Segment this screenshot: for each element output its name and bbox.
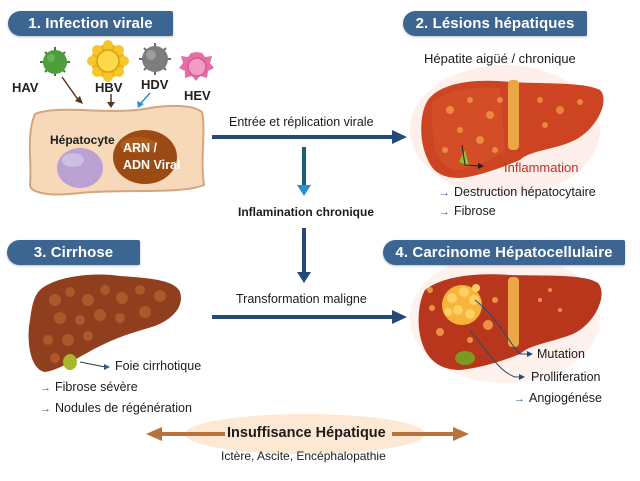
flow-label-inflammation: Inflamination chronique	[238, 205, 375, 219]
footer-title: Insuffisance Hépatique	[227, 425, 386, 441]
flow-label-entry: Entrée et réplication virale	[229, 115, 374, 129]
virus-entry-arrows	[61, 76, 151, 108]
section-4-banner: 4. Carcinome Hépatocellulaire	[383, 240, 625, 265]
section-2-bullet: →Fibrose	[439, 204, 496, 218]
flow-label-transformation: Transformation maligne	[236, 292, 367, 306]
hbv-virus-icon	[87, 40, 129, 82]
proliferation-callout: Prolliferation	[531, 370, 601, 384]
hav-virus-icon	[40, 47, 70, 76]
section-2-bullet: →Destruction hépatocytaire	[439, 185, 596, 199]
cirrhotic-liver-callout: Foie cirrhotique	[115, 359, 202, 373]
inflamed-liver-illustration	[410, 65, 604, 195]
virus-label-hbv: HBV	[95, 80, 123, 95]
section-3-bullet: →Nodules de régénération	[40, 401, 192, 415]
arrow-icon: →	[514, 393, 525, 405]
section-4-bullet: →Angiogénése	[514, 391, 602, 405]
viral-genome-label-line2: ADN Viral	[123, 158, 181, 172]
footer-double-arrow	[146, 414, 469, 454]
footer-subtitle: Ictère, Ascite, Encéphalopathie	[221, 449, 386, 463]
flow-arrows	[212, 130, 407, 324]
section-2-banner: 2. Lésions hépatiques	[403, 11, 587, 36]
arrow-icon: →	[439, 206, 450, 218]
hepatocyte-label: Hépatocyte	[50, 133, 115, 147]
cirrhotic-liver-illustration	[28, 274, 181, 372]
hepatocyte-cell	[28, 104, 206, 196]
section-1-banner: 1. Infection virale	[8, 11, 173, 36]
hdv-virus-icon	[139, 43, 171, 75]
section-3-bullet: →Fibrose sévère	[40, 380, 138, 394]
virus-label-hdv: HDV	[141, 77, 169, 92]
inflammation-callout: Inflammation	[504, 160, 579, 175]
virus-label-hev: HEV	[184, 88, 211, 103]
virus-label-hav: HAV	[12, 80, 39, 95]
section-2-subtitle: Hépatite aigüé / chronique	[424, 51, 576, 66]
arrow-icon: →	[439, 187, 450, 199]
arrow-icon: →	[40, 403, 51, 415]
section-3-banner: 3. Cirrhose	[7, 240, 140, 265]
viral-genome-label-line1: ARN /	[123, 141, 158, 155]
arrow-icon: →	[40, 382, 51, 394]
carcinoma-liver-illustration	[410, 253, 602, 383]
hev-virus-icon	[179, 52, 214, 81]
mutation-callout: Mutation	[537, 347, 585, 361]
